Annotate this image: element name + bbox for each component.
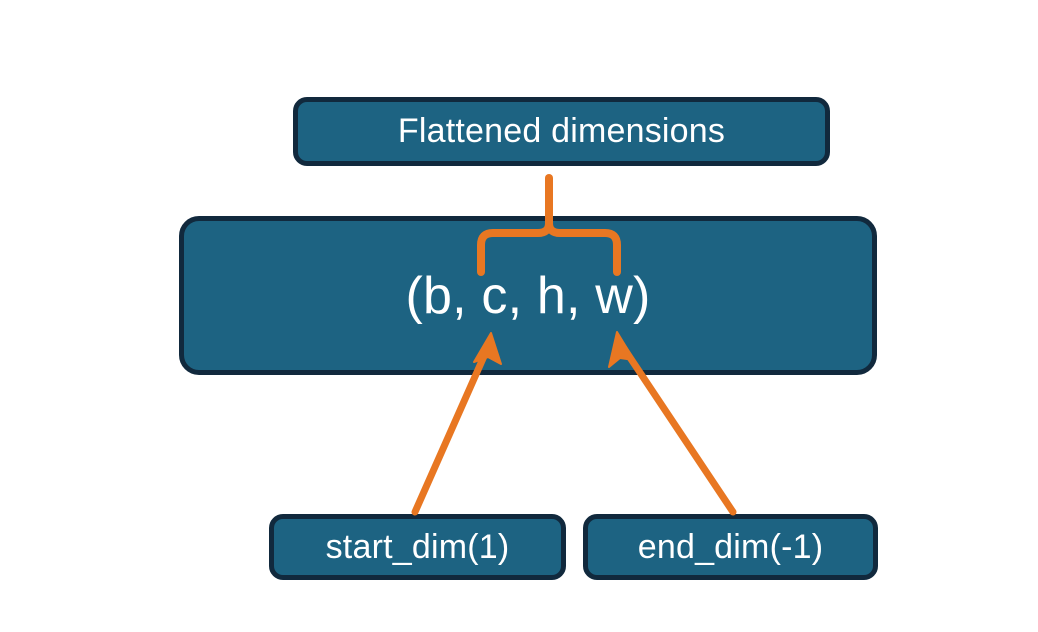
tensor-shape-box[interactable]: (b, c, h, w) bbox=[179, 216, 877, 375]
flattened-dimensions-label: Flattened dimensions bbox=[397, 112, 726, 150]
start-dim-label: start_dim(1) bbox=[325, 527, 510, 566]
start-dim-box[interactable]: start_dim(1) bbox=[269, 514, 566, 580]
tensor-shape-label: (b, c, h, w) bbox=[405, 266, 651, 325]
end-dim-label: end_dim(-1) bbox=[637, 527, 824, 566]
end-dim-box[interactable]: end_dim(-1) bbox=[583, 514, 878, 580]
flattened-dimensions-box[interactable]: Flattened dimensions bbox=[293, 97, 830, 166]
